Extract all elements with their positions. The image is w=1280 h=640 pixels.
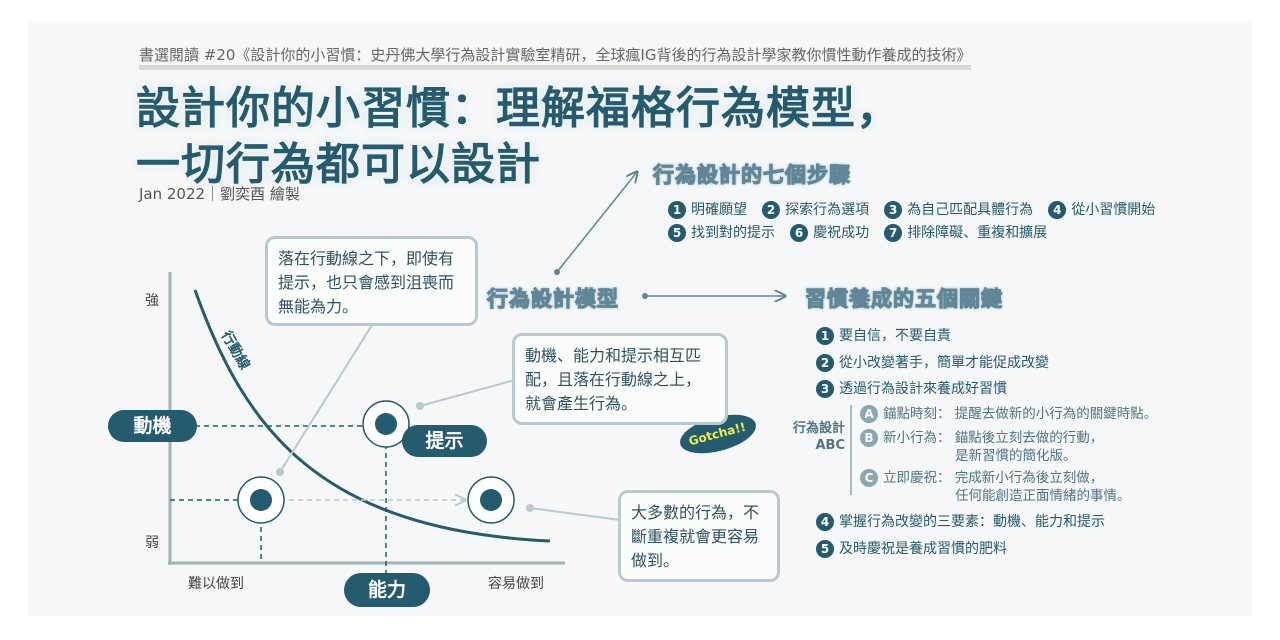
callout-below-line: 落在行動線之下，即使有提示，也只會感到沮喪而無能為力。 xyxy=(265,236,478,326)
x-axis-high-label: 容易做到 xyxy=(488,576,544,592)
callout-repetition: 大多數的行為，不斷重複就會更容易做到。 xyxy=(618,490,780,582)
y-axis-low-label: 弱 xyxy=(145,535,159,551)
title-line-1: 設計你的小習慣：理解福格行為模型， xyxy=(136,83,901,134)
seven-steps-heading: 行為設計的七個步驟 xyxy=(653,163,851,188)
title-line-2: 一切行為都可以設計 xyxy=(136,139,541,190)
abc-divider xyxy=(850,405,852,495)
prompt-pill: 提示 xyxy=(402,425,487,457)
five-keys-heading: 習慣養成的五個關鍵 xyxy=(805,287,1003,312)
motivation-pill: 動機 xyxy=(108,410,197,442)
model-heading: 行為設計模型 xyxy=(487,287,619,312)
callout-above-line: 動機、能力和提示相互匹配，且落在行動線之上，就會產生行為。 xyxy=(512,333,728,425)
byline: Jan 2022｜劉奕酉 繪製 xyxy=(139,185,300,203)
y-axis-high-label: 強 xyxy=(145,293,159,309)
behavior-point-easy xyxy=(467,476,515,524)
ability-pill: 能力 xyxy=(344,573,430,607)
subtitle: 書選閱讀 #20《設計你的小習慣：史丹佛大學行為設計實驗室精研，全球瘋IG背後的… xyxy=(139,45,972,70)
behavior-point-prompt xyxy=(362,400,410,448)
behavior-point-low xyxy=(237,476,285,524)
connector-to-steps xyxy=(556,172,637,273)
action-line-curve xyxy=(193,289,551,543)
x-axis-low-label: 難以做到 xyxy=(188,576,244,592)
